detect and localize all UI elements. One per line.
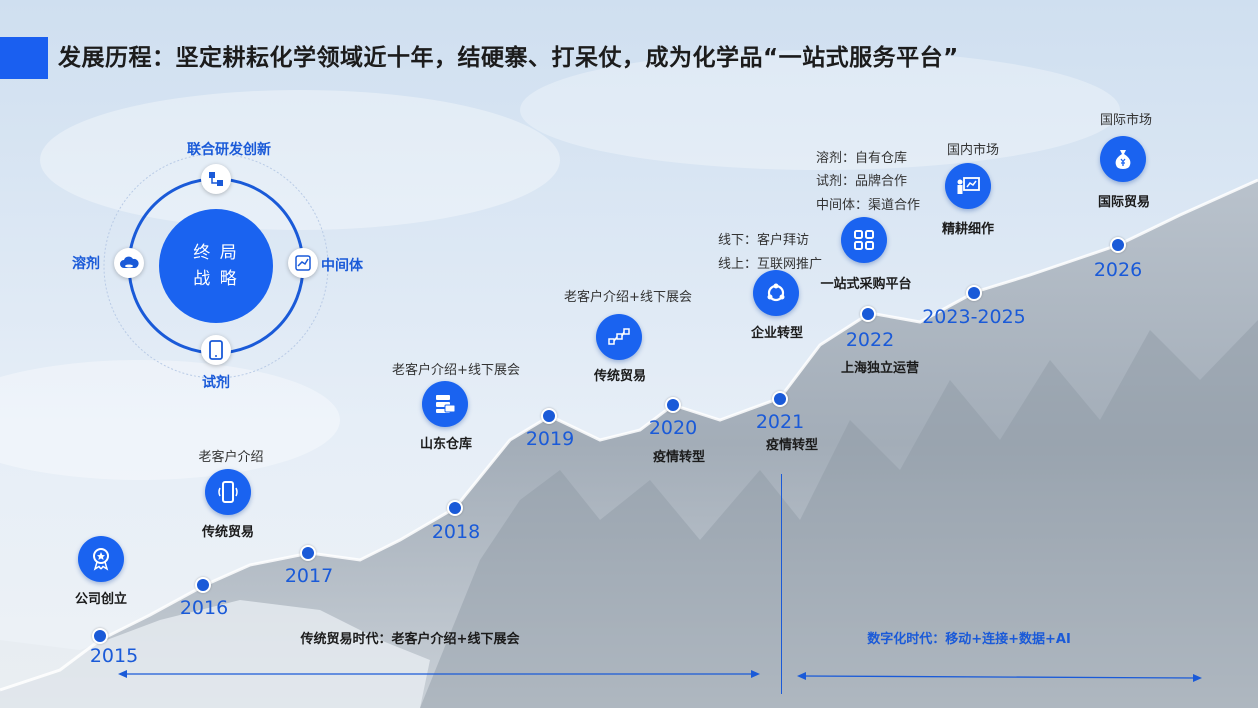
title-accent-bar — [0, 37, 48, 79]
intl-note: 国际市场 — [1099, 113, 1153, 128]
year-2026: 2026 — [1093, 259, 1143, 281]
label-2022: 上海独立运营 — [840, 361, 920, 376]
year-2020: 2020 — [648, 417, 698, 439]
intl-label: 国际贸易 — [1097, 195, 1151, 210]
year-2022: 2022 — [845, 329, 895, 351]
label-2017: 传统贸易 — [201, 525, 255, 540]
timeline-dot-2016 — [195, 577, 211, 593]
strategy-center-line1: 终 局 — [193, 243, 239, 263]
strategy-bottom-label: 试剂 — [202, 375, 230, 391]
timeline-dot-2015 — [92, 628, 108, 644]
flowchart-icon — [596, 314, 642, 360]
money-bag-icon — [1100, 136, 1146, 182]
year-2017: 2017 — [284, 565, 334, 587]
enterprise-label: 企业转型 — [750, 326, 804, 341]
era-traditional-label: 传统贸易时代：老客户介绍+线下展会 — [300, 632, 520, 647]
badge-icon — [78, 536, 124, 582]
cloud-database-icon — [114, 248, 144, 278]
flask-network-icon — [201, 164, 231, 194]
refresh-cycle-icon — [753, 270, 799, 316]
timeline-dot-2020 — [665, 397, 681, 413]
grid-apps-icon — [841, 217, 887, 263]
note-2019: 老客户介绍+线下展会 — [564, 290, 692, 305]
chart-ai-icon — [288, 248, 318, 278]
era-divider — [781, 474, 782, 694]
mobile-icon — [205, 469, 251, 515]
platform-label: 一站式采购平台 — [820, 277, 912, 292]
label-2018: 山东仓库 — [419, 437, 473, 452]
timeline-dot-2021 — [772, 391, 788, 407]
refine-label: 精耕细作 — [941, 222, 995, 237]
timeline-dot-2018 — [447, 500, 463, 516]
era-digital-label: 数字化时代：移动+连接+数据+AI — [867, 632, 1071, 647]
page-title: 发展历程：坚定耕耘化学领域近十年，结硬寨、打呆仗，成为化学品“一站式服务平台” — [58, 45, 959, 71]
refine-note: 国内市场 — [946, 143, 1000, 158]
label-2021: 疫情转型 — [765, 438, 819, 453]
strategy-left-label: 溶剂 — [72, 256, 100, 272]
timeline-dot-2019 — [541, 408, 557, 424]
year-2016: 2016 — [179, 597, 229, 619]
year-2023-2025: 2023-2025 — [922, 306, 1026, 328]
timeline-dot-2022 — [860, 306, 876, 322]
platform-note-reagent: 试剂：品牌合作 — [816, 174, 908, 189]
year-2021: 2021 — [755, 411, 805, 433]
label-2020: 疫情转型 — [652, 450, 706, 465]
label-2019: 传统贸易 — [593, 369, 647, 384]
year-2018: 2018 — [431, 521, 481, 543]
enterprise-note-online: 线上：互联网推广 — [718, 257, 823, 272]
strategy-top-label: 联合研发创新 — [187, 142, 271, 158]
year-2019: 2019 — [525, 428, 575, 450]
timeline-dot-2023-2025 — [966, 285, 982, 301]
strategy-right-label: 中间体 — [321, 258, 363, 274]
note-2018: 老客户介绍+线下展会 — [392, 363, 520, 378]
year-2015: 2015 — [89, 645, 139, 667]
platform-note-solvent: 溶剂：自有仓库 — [816, 151, 908, 166]
strategy-center-line2: 战 略 — [193, 269, 239, 289]
note-2017: 老客户介绍 — [198, 450, 264, 465]
timeline-dot-2026 — [1110, 237, 1126, 253]
platform-note-intermediate: 中间体：渠道合作 — [816, 198, 921, 213]
phone-icon — [201, 335, 231, 365]
label-2015: 公司创立 — [74, 592, 128, 607]
timeline-dot-2017 — [300, 545, 316, 561]
enterprise-note-offline: 线下：客户拜访 — [718, 233, 810, 248]
dashboard-icon — [945, 163, 991, 209]
server-icon — [422, 381, 468, 427]
strategy-center: 终 局 战 略 — [193, 240, 238, 292]
